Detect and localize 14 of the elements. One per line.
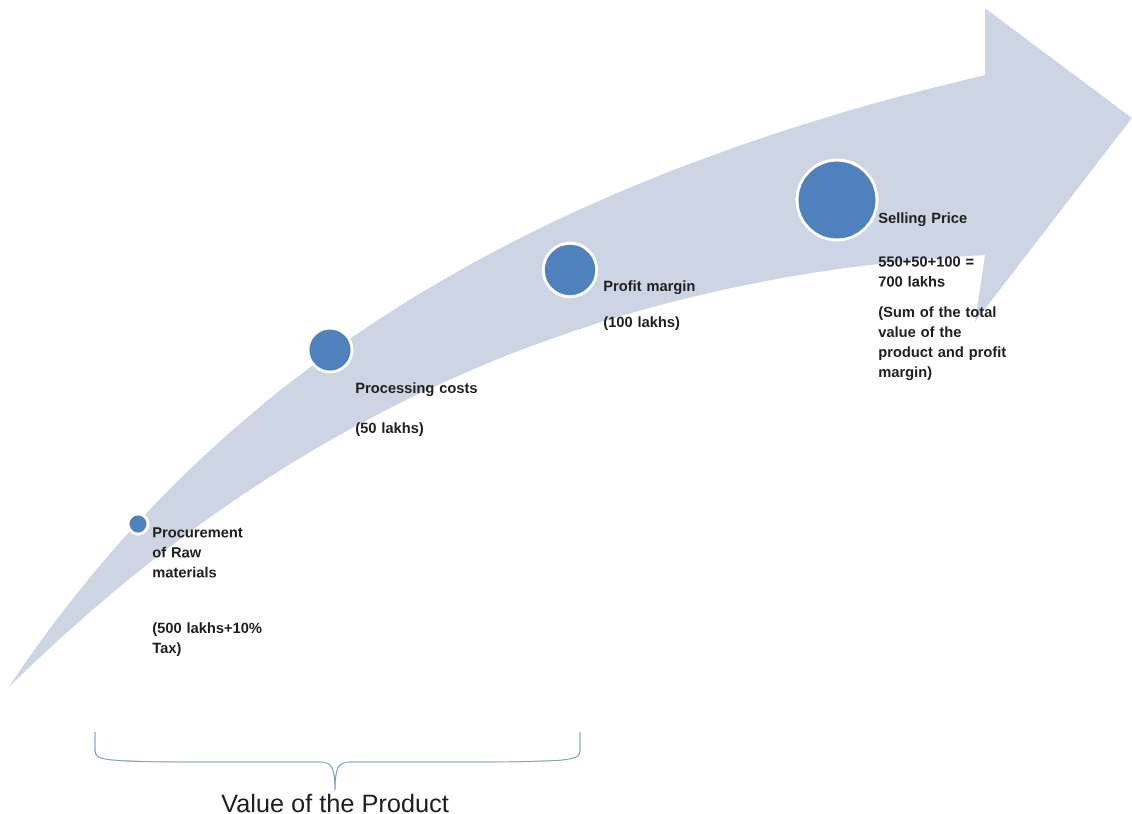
step-dot: [795, 158, 879, 242]
step-label: (Sum of the total value of the product and profit margin): [878, 306, 1006, 380]
step-dot: [126, 512, 150, 536]
step-label: (500 lakhs+10% Tax): [152, 622, 262, 656]
step-dot: [541, 241, 599, 299]
step-label: Profit margin: [604, 280, 695, 294]
step-label: 550+50+100 = 700 lakhs: [878, 256, 974, 287]
step-label: (100 lakhs): [604, 316, 680, 330]
caption-text: Value of the Product: [221, 793, 449, 813]
step-label: (50 lakhs): [356, 422, 423, 436]
step-label: Procurement of Raw materials: [152, 527, 243, 578]
step-dot: [306, 326, 354, 374]
step-label: Selling Price: [878, 212, 967, 226]
step-label: Processing costs: [356, 382, 477, 396]
